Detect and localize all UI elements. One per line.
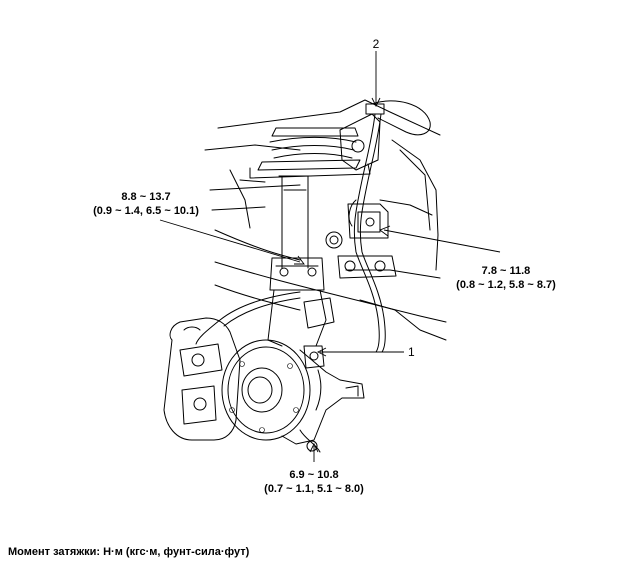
- torque-a-nm: 8.8 ~ 13.7: [121, 191, 170, 203]
- torque-units-caption: Момент затяжки: Н·м (кгс·м, фунт-сила·фу…: [8, 546, 250, 558]
- torque-b-alt: (0.8 ~ 1.2, 5.8 ~ 8.7): [456, 279, 556, 291]
- brake-caliper: [163, 317, 241, 441]
- upper-mount-bracket: [339, 100, 431, 171]
- leader-lines: [159, 51, 501, 462]
- steering-knuckle: [281, 349, 365, 453]
- callout-part-1: 1: [408, 345, 415, 359]
- torque-a-alt: (0.9 ~ 1.4, 6.5 ~ 10.1): [93, 205, 199, 217]
- callout-part-2: 2: [373, 37, 380, 51]
- torque-c-nm: 6.9 ~ 10.8: [289, 469, 338, 481]
- torque-c-alt: (0.7 ~ 1.1, 5.1 ~ 8.0): [264, 483, 364, 495]
- vehicle-body-lineart: [204, 99, 447, 341]
- wheel-speed-sensor: [303, 297, 335, 411]
- wheel-hub: [221, 339, 311, 441]
- brake-hose: [195, 113, 386, 353]
- hose-clip-bracket: [325, 203, 397, 279]
- torque-b-nm: 7.8 ~ 11.8: [482, 265, 531, 277]
- coil-spring: [249, 127, 371, 179]
- strut-assembly: [267, 175, 327, 347]
